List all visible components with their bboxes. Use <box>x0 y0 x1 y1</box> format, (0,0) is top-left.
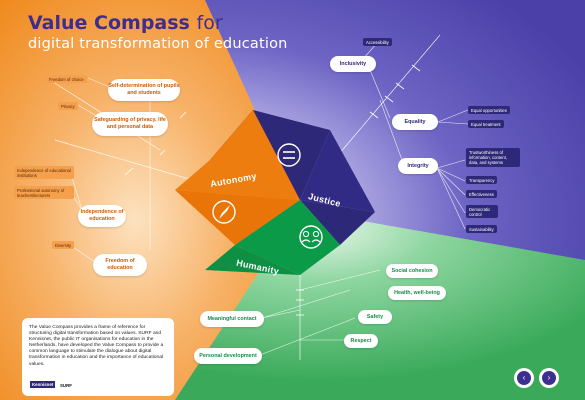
tag-democratic-control: Democratic control <box>466 205 498 218</box>
pill-safety: Safety <box>358 310 392 324</box>
autonomy-center-bottom <box>175 190 300 245</box>
pill-personal-development: Personal development <box>194 348 262 364</box>
pill-integrity: Integrity <box>398 158 438 174</box>
pill-equality: Equality <box>392 114 438 130</box>
chevron-right-icon: › <box>542 371 556 385</box>
justice-center-bottom <box>300 200 375 245</box>
justice-center-mid <box>300 130 375 212</box>
compass-icon <box>212 200 236 224</box>
tag-diversity: Diversity <box>52 241 75 249</box>
page-title: Value Compass for digital transformation… <box>28 12 288 54</box>
tag-freedom-of-choice: Freedom of choice <box>46 75 87 83</box>
next-button[interactable]: › <box>539 368 559 388</box>
info-box: The Value Compass provides a frame of re… <box>22 318 174 396</box>
humanity-center-bottom <box>205 245 300 275</box>
chevron-left-icon: ‹ <box>517 371 531 385</box>
pill-freedom-of-education: Freedom of education <box>93 254 147 276</box>
pill-safeguarding: Safeguarding of privacy, life and person… <box>92 112 168 136</box>
humanity-center-top <box>235 200 340 275</box>
title-suffix: for <box>196 12 223 34</box>
prev-button[interactable]: ‹ <box>514 368 534 388</box>
pill-meaningful-contact: Meaningful contact <box>200 311 264 327</box>
tag-independence-institutions: Independence of educational institutions <box>14 166 74 179</box>
pill-independence: Independence of education <box>78 205 126 227</box>
pill-health-wellbeing: Health, well-being <box>388 286 446 300</box>
people-icon <box>299 225 323 249</box>
tag-effectiveness: Effectiveness <box>466 190 497 198</box>
pill-social-cohesion: Social cohesion <box>386 264 438 278</box>
tag-transparency: Transparency <box>466 176 498 184</box>
tag-equal-opportunities: Equal opportunities <box>468 106 510 114</box>
tag-privacy: Privacy <box>58 102 78 110</box>
autonomy-center-top <box>175 110 300 200</box>
tag-accessibility: Accessibility <box>363 38 392 46</box>
tag-professional-autonomy: Professional autonomy of teachers/lectur… <box>14 186 74 199</box>
info-text: The Value Compass provides a frame of re… <box>29 325 164 367</box>
pill-self-determination: Self-determination of pupils and student… <box>108 79 180 101</box>
pill-inclusivity: Inclusivity <box>330 56 376 72</box>
pill-respect: Respect <box>344 334 378 348</box>
justice-equals-icon <box>277 143 301 167</box>
tag-equal-treatment: Equal treatment <box>468 120 504 128</box>
surf-logo: SURF <box>60 383 72 388</box>
kennisnet-logo: Kennisnet <box>30 381 56 388</box>
tag-sustainability: Sustainability <box>466 225 497 233</box>
brand-title: Value Compass <box>28 12 190 34</box>
tag-trustworthiness: Trustworthiness of information, content,… <box>466 148 520 167</box>
title-subtitle: digital transformation of education <box>28 36 288 52</box>
